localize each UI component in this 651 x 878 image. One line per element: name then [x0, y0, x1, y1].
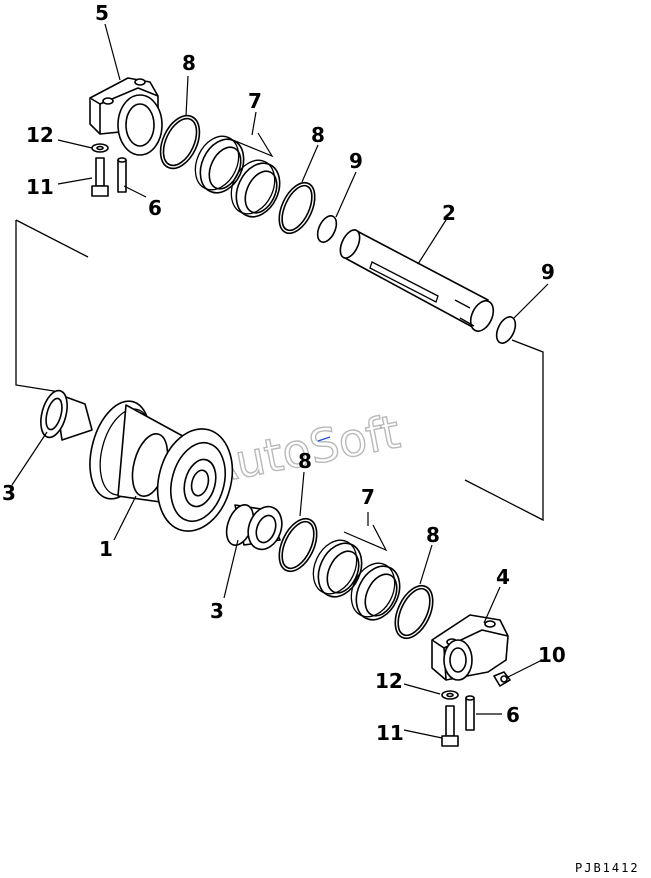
drawing-code: PJB1412	[575, 861, 640, 875]
part-7-seal-lower-2	[350, 562, 401, 621]
callout-9-top: 9	[349, 149, 363, 173]
part-8-oring-lower-1	[278, 517, 318, 573]
part-8-oring-top-1	[159, 114, 201, 170]
part-12-washer-lower	[441, 690, 459, 700]
part-3-bushing-left	[40, 389, 93, 441]
callout-4: 4	[496, 565, 510, 589]
part-7-seal-top-1	[194, 135, 245, 194]
part-5-bracket	[89, 77, 163, 156]
part-8-oring-top-2	[278, 181, 316, 235]
assembly-frame-lines	[15, 219, 544, 522]
callout-labels: 5 8 7 8 9 12 11 6 2 9 3 1 8 7 8 3 4 10 1…	[2, 1, 566, 745]
callout-9-right: 9	[541, 260, 555, 284]
callout-6-lower: 6	[506, 703, 520, 727]
part-2-shaft	[339, 229, 495, 332]
callout-3-left: 3	[2, 481, 16, 505]
part-3-bushing-middle	[225, 504, 283, 551]
part-12-washer-top	[91, 143, 109, 153]
callout-6-top: 6	[148, 196, 162, 220]
blue-marker	[317, 436, 331, 442]
part-9-oring-right	[495, 316, 517, 344]
part-1-roller	[89, 400, 234, 532]
callout-12-lower: 12	[375, 669, 403, 693]
callout-8-lower-2: 8	[426, 523, 440, 547]
part-11-bolt-top	[91, 157, 109, 197]
part-9-oring-top	[316, 215, 338, 243]
callout-8-top-1: 8	[182, 51, 196, 75]
part-8-oring-lower-2	[394, 584, 434, 640]
callout-7-top: 7	[248, 89, 262, 113]
callout-1: 1	[99, 537, 113, 561]
callout-8-lower-1: 8	[298, 449, 312, 473]
callout-11-top: 11	[26, 175, 54, 199]
part-7-seal-lower-1	[312, 539, 363, 598]
callout-12-top: 12	[26, 123, 54, 147]
callout-8-top-2: 8	[311, 123, 325, 147]
part-6-pin-lower	[465, 695, 475, 731]
callout-5: 5	[95, 1, 109, 25]
callout-7-lower: 7	[361, 485, 375, 509]
part-7-seal-top-2	[230, 159, 281, 218]
callout-2: 2	[442, 201, 456, 225]
part-4-bracket	[431, 614, 509, 681]
part-6-pin-top	[117, 157, 127, 193]
leader-lines	[11, 23, 549, 739]
part-11-bolt-lower	[441, 705, 459, 747]
part-10-grease-fitting	[493, 671, 511, 687]
callout-3-middle: 3	[210, 599, 224, 623]
callout-10: 10	[538, 643, 566, 667]
callout-11-lower: 11	[376, 721, 404, 745]
